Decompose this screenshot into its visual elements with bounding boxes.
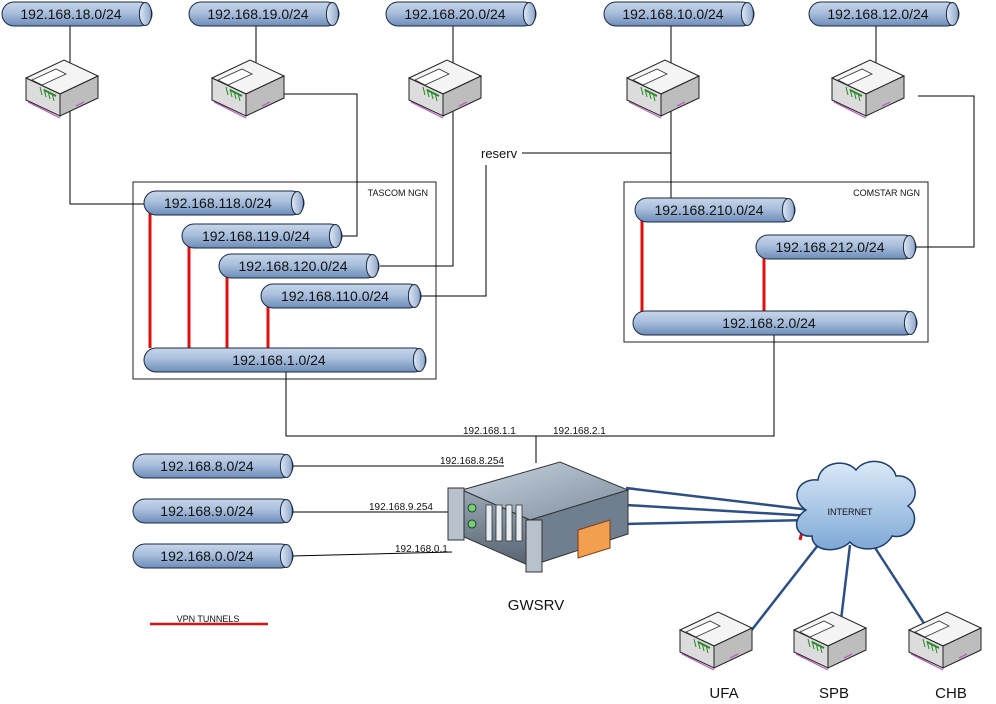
net-c212-label: 192.168.212.0/24: [776, 239, 885, 255]
internet-cloud-icon: [795, 460, 916, 551]
comstar-uplink-ip: 192.168.2.1: [553, 426, 606, 437]
wan-line-1: [625, 486, 811, 512]
net-t110-label: 192.168.110.0/24: [281, 288, 389, 304]
net-l8-label: 192.168.8.0/24: [160, 458, 254, 474]
router-icon: [211, 59, 285, 119]
reserv-label: reserv: [481, 146, 518, 161]
router-icon: [908, 611, 982, 671]
net-n18: 192.168.18.0/24: [1, 1, 153, 27]
wan-line-3: [625, 518, 811, 526]
router-icon: [626, 59, 700, 119]
router-icon: [793, 611, 867, 671]
net-t118-label: 192.168.118.0/24: [164, 195, 272, 211]
net-n20-label: 192.168.20.0/24: [404, 6, 505, 22]
wan-line-2: [625, 503, 813, 518]
net-l9-label: 192.168.9.0/24: [160, 503, 254, 519]
gateway-ip-l0: 192.168.0.1: [395, 544, 448, 555]
branch-label-spb: SPB: [819, 685, 849, 702]
net-n20: 192.168.20.0/24: [385, 1, 537, 27]
net-c210: 192.168.210.0/24: [634, 197, 796, 223]
tascom-uplink-ip: 192.168.1.1: [463, 426, 516, 437]
link-20-to-120: [380, 22, 454, 267]
branch-label-ufa: UFA: [709, 685, 738, 702]
net-l0: 192.168.0.0/24: [132, 543, 294, 569]
net-c2: 192.168.2.0/24: [632, 310, 918, 336]
net-n18-label: 192.168.18.0/24: [20, 6, 121, 22]
net-n19-label: 192.168.19.0/24: [207, 6, 308, 22]
link-local-0: [290, 551, 453, 557]
net-n19: 192.168.19.0/24: [188, 1, 340, 27]
tascom-ngn-title: TASCOM NGN: [368, 188, 428, 198]
net-t1-label: 192.168.1.0/24: [232, 352, 326, 368]
internet-label: INTERNET: [828, 507, 874, 517]
net-l8: 192.168.8.0/24: [132, 453, 294, 479]
net-n10: 192.168.10.0/24: [603, 1, 755, 27]
net-t119-label: 192.168.119.0/24: [202, 228, 310, 244]
net-l0-label: 192.168.0.0/24: [160, 548, 254, 564]
net-t120: 192.168.120.0/24: [218, 253, 380, 279]
legend-vpn-label: VPN TUNNELS: [177, 614, 240, 624]
gwsrv-label: GWSRV: [508, 597, 564, 614]
net-n10-label: 192.168.10.0/24: [622, 6, 723, 22]
link-uplinks: [285, 335, 775, 437]
net-c212: 192.168.212.0/24: [755, 234, 917, 260]
net-t110: 192.168.110.0/24: [260, 283, 422, 309]
link-12-to-212: [916, 95, 975, 248]
net-n12: 192.168.12.0/24: [808, 1, 960, 27]
router-icon: [679, 611, 753, 671]
router-icon: [831, 59, 905, 119]
net-t1: 192.168.1.0/24: [143, 347, 427, 373]
net-c2-label: 192.168.2.0/24: [722, 315, 816, 331]
gateway-ip-l8: 192.168.8.254: [440, 456, 504, 467]
router-icon: [408, 59, 482, 119]
net-t118: 192.168.118.0/24: [143, 190, 305, 216]
net-n12-label: 192.168.12.0/24: [827, 6, 928, 22]
gateway-ip-l9: 192.168.9.254: [369, 502, 433, 513]
comstar-ngn-box: [623, 181, 929, 343]
branch-label-chb: CHB: [935, 685, 967, 702]
comstar-ngn-title: COMSTAR NGN: [853, 188, 920, 198]
link-18-to-118: [69, 22, 148, 205]
link-reserv-110: [421, 165, 487, 297]
net-t119: 192.168.119.0/24: [181, 223, 343, 249]
tascom-ngn-box: [132, 181, 437, 380]
net-t120-label: 192.168.120.0/24: [239, 258, 348, 274]
net-l9: 192.168.9.0/24: [132, 498, 294, 524]
router-icon: [25, 59, 99, 119]
gwsrv-server-icon: [447, 461, 630, 573]
net-c210-label: 192.168.210.0/24: [655, 202, 764, 218]
wan-line-ufa: [739, 539, 823, 646]
